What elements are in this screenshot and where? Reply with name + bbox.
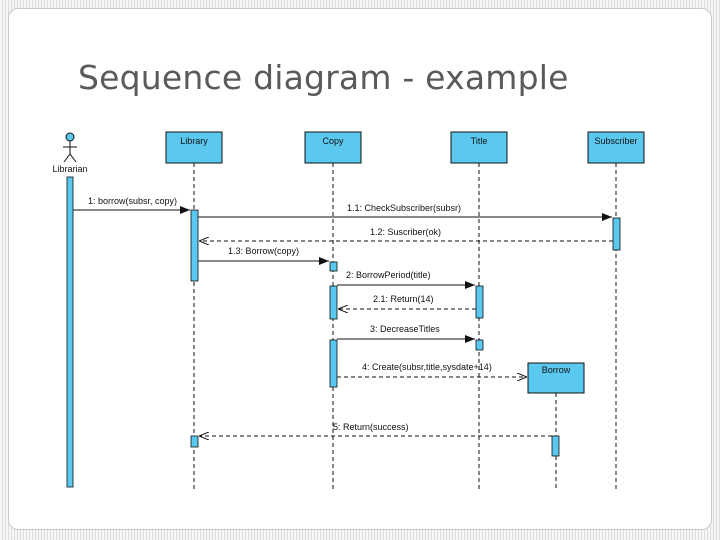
message-2-borrowperiod: 2: BorrowPeriod(title) — [337, 270, 475, 289]
lifeline-subscriber: Subscriber — [587, 131, 645, 490]
activation-subscriber — [612, 217, 621, 251]
message-label: 5: Return(success) — [333, 422, 409, 432]
activation-title-2 — [475, 339, 484, 351]
lifeline-label-copy: Copy — [322, 136, 344, 146]
message-1-3-borrow: 1.3: Borrow(copy) — [198, 246, 329, 265]
activation-library-1 — [190, 209, 199, 282]
lifeline-label-borrow: Borrow — [542, 365, 571, 375]
lifeline-title: Title — [450, 131, 508, 490]
lifeline-copy: Copy — [304, 131, 362, 490]
lifeline-head-copy — [304, 131, 362, 164]
activation-copy-2 — [329, 285, 338, 320]
message-1-borrow: 1: borrow(subsr, copy) — [73, 196, 190, 214]
message-label: 1.3: Borrow(copy) — [228, 246, 299, 256]
message-label: 1.2: Suscriber(ok) — [370, 227, 441, 237]
message-2-1-return: 2.1: Return(14) — [338, 294, 476, 309]
lifeline-label-library: Library — [180, 136, 208, 146]
actor-label: Librarian — [52, 164, 87, 174]
message-label: 3: DecreaseTitles — [370, 324, 440, 334]
message-1-2-suscriber: 1.2: Suscriber(ok) — [199, 227, 613, 241]
activation-copy-1 — [329, 261, 338, 272]
message-label: 2.1: Return(14) — [373, 294, 434, 304]
lifeline-head-borrow — [527, 362, 585, 394]
lifeline-head-title — [450, 131, 508, 164]
actor-head-icon — [65, 132, 75, 142]
content-panel — [8, 8, 712, 530]
message-label: 1: borrow(subsr, copy) — [88, 196, 177, 206]
lifeline-label-title: Title — [471, 136, 488, 146]
activation-borrow — [551, 435, 560, 457]
lifeline-library: Library — [165, 131, 223, 490]
lifeline-head-subscriber — [587, 131, 645, 164]
activation-library-2 — [190, 435, 199, 448]
actor-activation-bar — [66, 176, 74, 488]
message-5-return: 5: Return(success) — [199, 422, 552, 436]
lifeline-label-subscriber: Subscriber — [594, 136, 637, 146]
message-label: 1.1: CheckSubscriber(subsr) — [347, 203, 461, 213]
message-label: 4: Create(subsr,title,sysdate+14) — [362, 362, 492, 372]
message-1-1-checksubscriber: 1.1: CheckSubscriber(subsr) — [198, 203, 612, 221]
activation-title-1 — [475, 285, 484, 319]
lifeline-borrow: Borrow — [527, 362, 585, 490]
slide-title: Sequence diagram - example — [78, 58, 569, 97]
message-3-decreasetitles: 3: DecreaseTitles — [337, 324, 475, 343]
message-label: 2: BorrowPeriod(title) — [346, 270, 431, 280]
actor-librarian: Librarian — [52, 132, 88, 488]
message-4-create: 4: Create(subsr,title,sysdate+14) — [337, 362, 527, 377]
activation-copy-3 — [329, 339, 338, 388]
